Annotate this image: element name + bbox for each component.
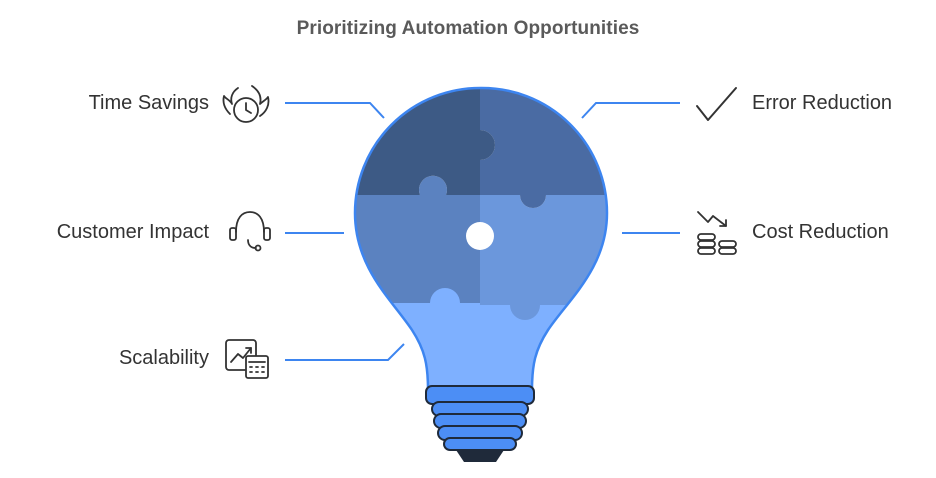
coins-down-icon (697, 211, 737, 255)
bulb-base (425, 385, 535, 462)
headset-icon (229, 211, 271, 252)
clock-flame-icon (222, 85, 270, 123)
label-customer-impact: Customer Impact (56, 221, 209, 243)
label-cost-reduction: Cost Reduction (752, 221, 889, 243)
connector-time-savings (285, 102, 385, 119)
connector-error-reduction (581, 102, 680, 119)
chart-calculator-icon (225, 339, 269, 379)
puzzle-piece-top-left (355, 87, 495, 195)
label-time-savings: Time Savings (88, 92, 209, 114)
connector-scalability (285, 343, 405, 361)
label-error-reduction: Error Reduction (752, 92, 893, 114)
label-scalability: Scalability (118, 347, 209, 369)
checkmark-icon (696, 87, 737, 121)
puzzle-piece-bottom-left (355, 175, 480, 303)
diagram-title: Prioritizing Automation Opportunities (296, 18, 640, 39)
puzzle-piece-top-right (480, 87, 607, 208)
bulb-glass (355, 87, 607, 390)
